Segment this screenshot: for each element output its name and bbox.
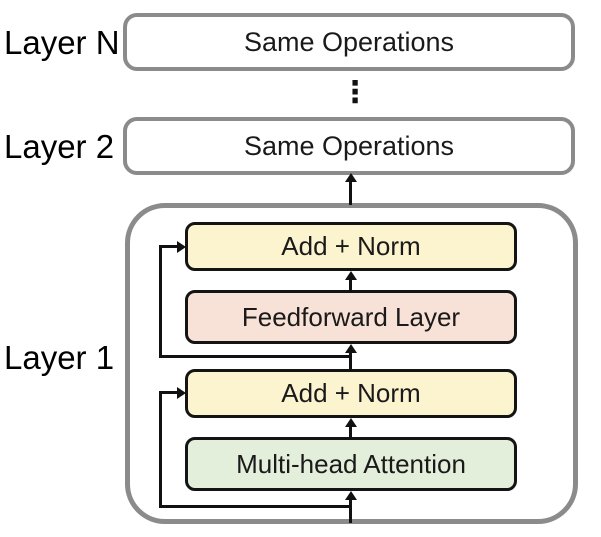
residual-lower-vertical-line <box>159 391 162 508</box>
arrow-head-ff-to-addnorm-top <box>345 271 357 280</box>
residual-upper-branch-line <box>159 355 352 358</box>
residual-lower-entry-line <box>159 391 177 394</box>
arrow-head-mha-to-addnorm-bottom <box>345 418 357 427</box>
multi-head-attention-label: Multi-head Attention <box>236 448 466 479</box>
residual-lower-arrow-head <box>177 387 186 399</box>
arrow-line-input-to-mha <box>349 499 352 523</box>
add-norm-bottom-label: Add + Norm <box>281 378 421 408</box>
add-norm-top-label: Add + Norm <box>281 231 421 261</box>
layer-2-box: Same Operations <box>123 117 575 175</box>
layer-2-label: Layer 2 <box>4 128 115 165</box>
add-norm-bottom-block: Add + Norm <box>185 369 517 418</box>
arrow-head-addnorm-bottom-to-ff <box>345 344 357 353</box>
arrow-line-layer1-to-layer2 <box>349 181 352 205</box>
arrow-head-layer1-to-layer2 <box>345 173 357 182</box>
arrow-head-input-to-mha <box>345 491 357 500</box>
vertical-ellipsis-icon: ⋮ <box>340 76 370 109</box>
layer-2-box-text: Same Operations <box>243 130 455 161</box>
multi-head-attention-block: Multi-head Attention <box>185 437 517 491</box>
feedforward-block: Feedforward Layer <box>185 290 517 344</box>
layer-n-label: Layer N <box>4 24 120 61</box>
residual-lower-branch-line <box>159 505 352 508</box>
layer-n-box-text: Same Operations <box>243 26 455 57</box>
residual-upper-vertical-line <box>159 245 162 358</box>
arrow-line-ff-to-addnorm-top <box>349 279 352 292</box>
residual-upper-arrow-head <box>177 241 186 253</box>
layer-n-box: Same Operations <box>123 13 575 71</box>
arrow-line-addnorm-bottom-to-ff <box>349 352 352 371</box>
layer-1-label: Layer 1 <box>4 339 115 376</box>
arrow-line-mha-to-addnorm-bottom <box>349 426 352 439</box>
add-norm-top-block: Add + Norm <box>185 222 517 271</box>
residual-upper-entry-line <box>159 245 177 248</box>
feedforward-label: Feedforward Layer <box>241 301 461 332</box>
